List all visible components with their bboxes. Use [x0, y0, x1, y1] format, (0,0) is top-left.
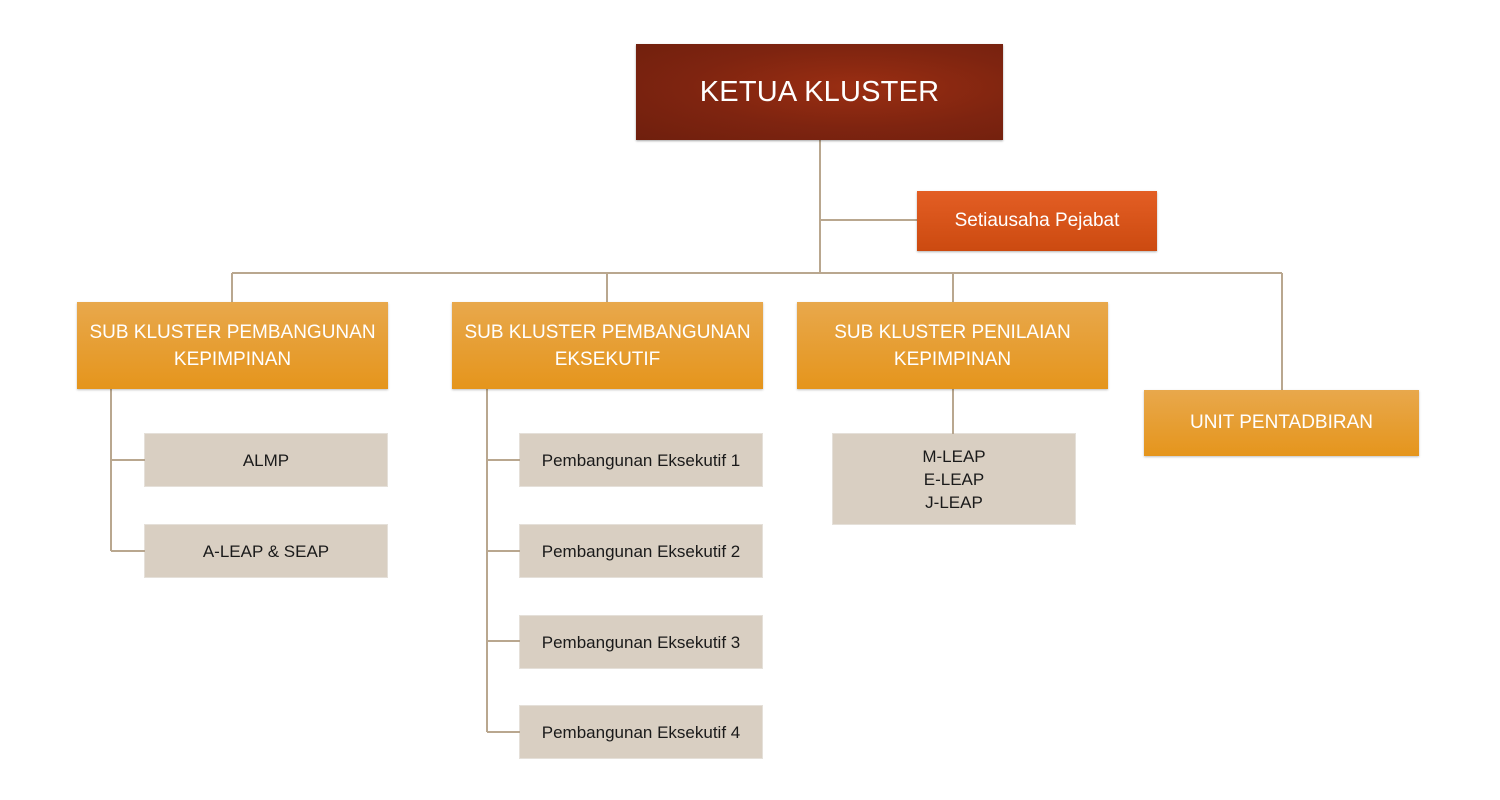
sub-cluster-pembangunan-eksekutif[interactable]: SUB KLUSTER PEMBANGUNAN EKSEKUTIF	[452, 302, 763, 389]
unit-pentadbiran[interactable]: UNIT PENTADBIRAN	[1144, 390, 1419, 456]
leaf-pembangunan-eksekutif-2[interactable]: Pembangunan Eksekutif 2	[520, 525, 762, 577]
sub-cluster-pembangunan-kepimpinan[interactable]: SUB KLUSTER PEMBANGUNAN KEPIMPINAN	[77, 302, 388, 389]
leaf-leap-programs[interactable]: M-LEAP E-LEAP J-LEAP	[833, 434, 1075, 524]
leaf-pembangunan-eksekutif-3[interactable]: Pembangunan Eksekutif 3	[520, 616, 762, 668]
assistant-node-setiausaha[interactable]: Setiausaha Pejabat	[917, 191, 1157, 251]
leaf-pembangunan-eksekutif-4[interactable]: Pembangunan Eksekutif 4	[520, 706, 762, 758]
sub-cluster-penilaian-kepimpinan[interactable]: SUB KLUSTER PENILAIAN KEPIMPINAN	[797, 302, 1108, 389]
leaf-almp[interactable]: ALMP	[145, 434, 387, 486]
leaf-pembangunan-eksekutif-1[interactable]: Pembangunan Eksekutif 1	[520, 434, 762, 486]
head-node-ketua-kluster[interactable]: KETUA KLUSTER	[636, 44, 1003, 140]
leaf-a-leap-seap[interactable]: A-LEAP & SEAP	[145, 525, 387, 577]
